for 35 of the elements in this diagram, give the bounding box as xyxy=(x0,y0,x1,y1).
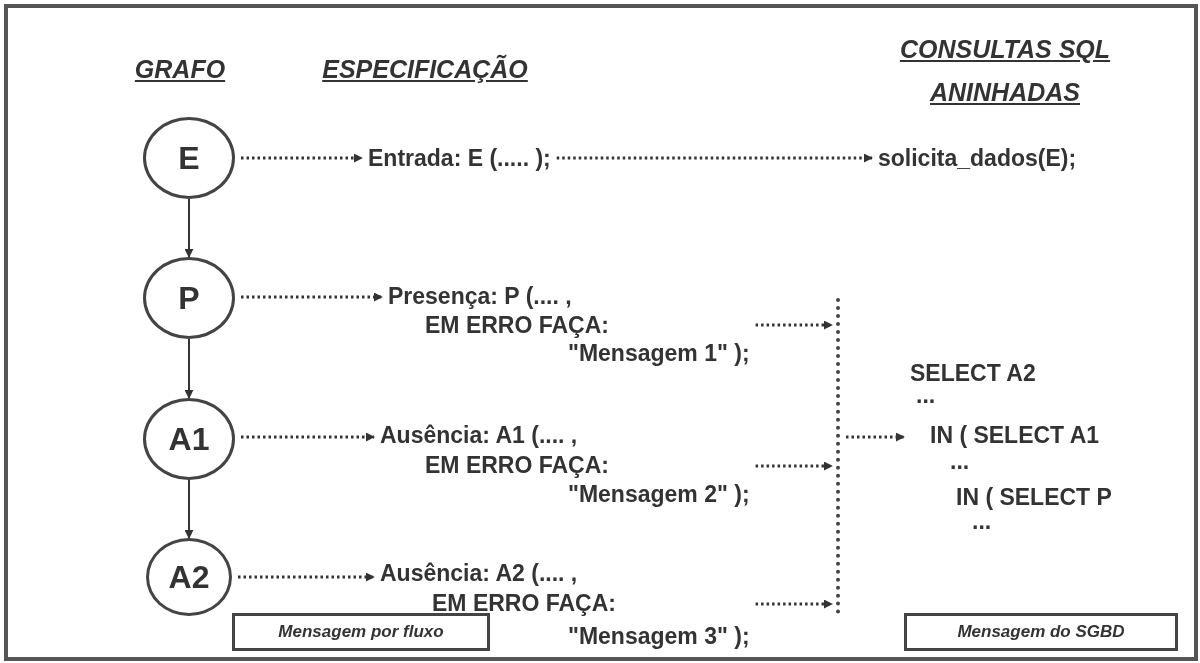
spec-text: solicita_dados(E); xyxy=(878,145,1077,172)
sql-text: IN ( SELECT A1 xyxy=(930,422,1100,449)
arrow xyxy=(184,479,194,539)
ellipsis-text: ... xyxy=(950,448,970,475)
arrow xyxy=(755,320,833,330)
spec-text: Ausência: A2 (.... , xyxy=(380,560,578,587)
state-circle: P xyxy=(143,257,235,339)
arrow xyxy=(755,599,833,609)
state-circle: A2 xyxy=(146,538,232,616)
sql-text: IN ( SELECT P xyxy=(956,484,1112,511)
column-heading: CONSULTAS SQL ANINHADAS xyxy=(898,34,1112,108)
arrow xyxy=(755,461,833,471)
note-box: Mensagem por fluxo xyxy=(232,613,490,651)
arrow xyxy=(241,292,383,302)
dotted-bar xyxy=(836,298,842,614)
arrow xyxy=(238,572,375,582)
arrow xyxy=(241,432,375,442)
column-heading: ESPECIFICAÇÃO xyxy=(321,53,529,85)
spec-text: Ausência: A1 (.... , xyxy=(380,422,578,449)
state-circle: E xyxy=(143,117,235,199)
note-box: Mensagem do SGBD xyxy=(904,613,1178,651)
arrow xyxy=(184,338,194,399)
spec-text: EM ERRO FAÇA: xyxy=(425,452,609,479)
arrow xyxy=(846,432,905,442)
column-heading: GRAFO xyxy=(133,54,227,85)
spec-text: "Mensagem 2" ); xyxy=(568,481,750,508)
spec-text: "Mensagem 1" ); xyxy=(568,340,750,367)
spec-text: Presença: P (.... , xyxy=(388,283,572,310)
state-circle: A1 xyxy=(143,398,235,480)
spec-text: "Mensagem 3" ); xyxy=(568,623,750,650)
spec-text: Entrada: E (..... ); xyxy=(368,145,551,172)
spec-text: EM ERRO FAÇA: xyxy=(425,312,609,339)
arrow xyxy=(184,198,194,258)
arrow xyxy=(241,153,363,163)
arrow xyxy=(556,153,873,163)
